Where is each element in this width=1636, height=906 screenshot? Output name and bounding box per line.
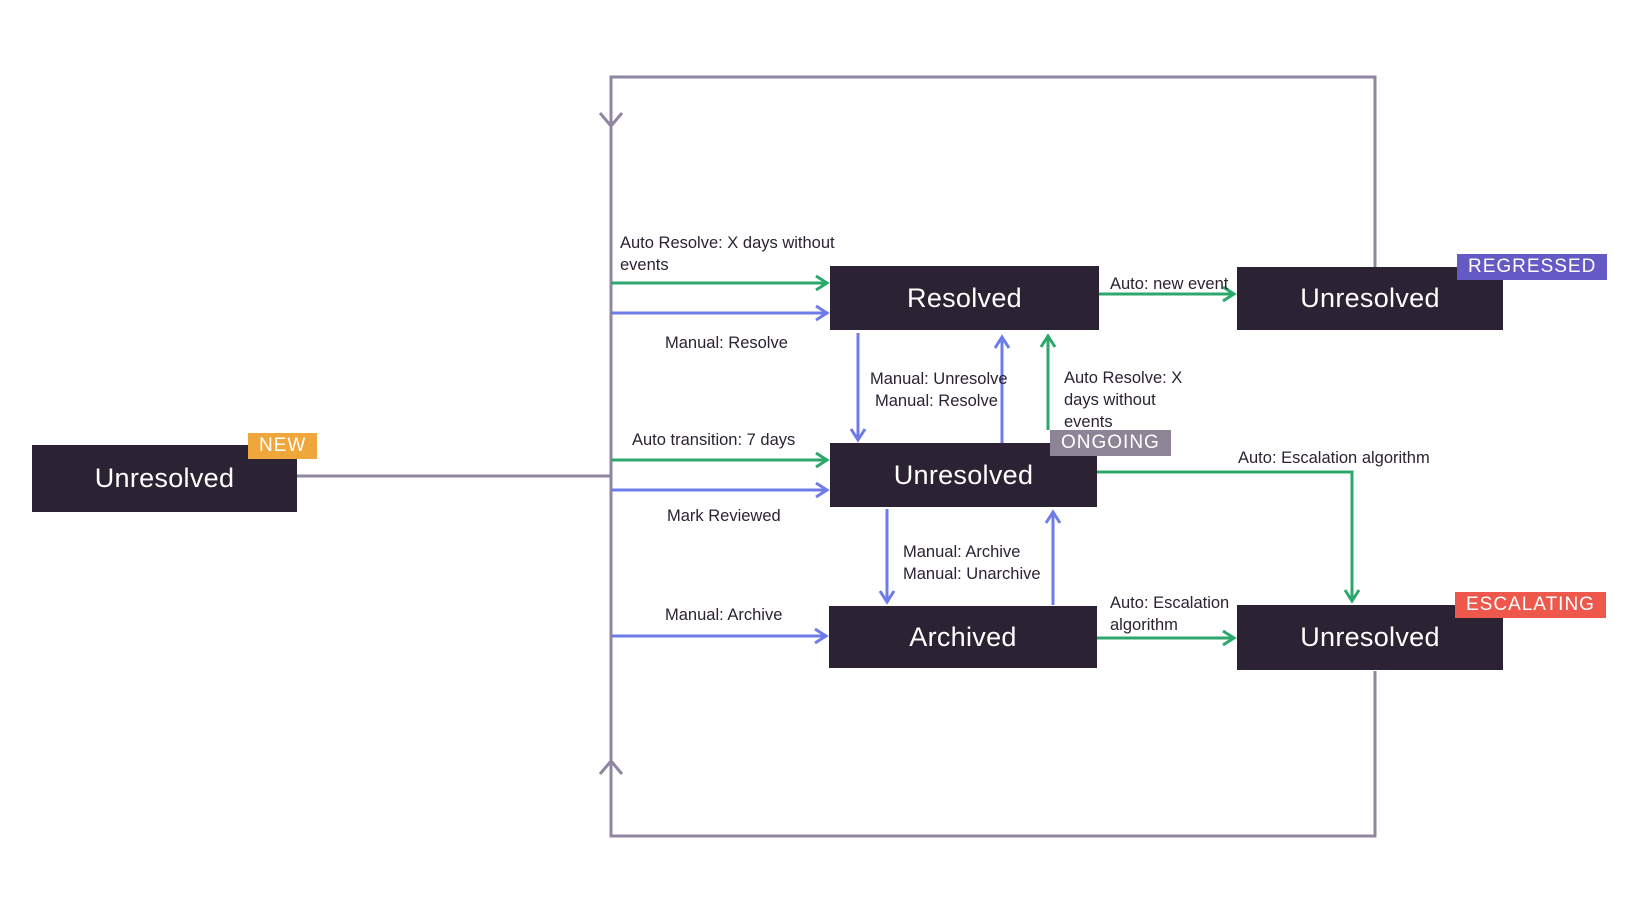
loop-chevron-up-icon: [598, 758, 624, 775]
node-unresolved-escalating-label: Unresolved: [1300, 622, 1440, 652]
edge-label-manual-archive-new: Manual: Archive: [665, 606, 783, 624]
edge-label-manual-resolve-new: Manual: Resolve: [665, 334, 788, 352]
edge-label-manual-unresolve: Manual: Unresolve: [870, 370, 1008, 388]
edge-label-auto-resolve-new: Auto Resolve: X days without events: [620, 234, 835, 274]
node-unresolved-ongoing-label: Unresolved: [893, 459, 1034, 490]
node-unresolved-new-label: Unresolved: [94, 463, 235, 493]
badge-new: NEW: [248, 433, 318, 459]
edge-label-auto-escalation-archived: Auto: Escalation algorithm: [1110, 594, 1230, 634]
badge-escalating: ESCALATING: [1455, 592, 1606, 618]
edge-label-auto-transition: Auto transition: 7 days: [632, 431, 796, 449]
node-archived: Archived: [829, 606, 1097, 668]
edge-label-manual-resolve-ongoing: Manual: Resolve: [875, 392, 998, 410]
node-unresolved-new: Unresolved: [32, 445, 297, 512]
edge-label-manual-unarchive: Manual: Unarchive: [903, 565, 1041, 583]
edge-label-auto-new-event: Auto: new event: [1110, 275, 1229, 293]
edge-label-auto-escalation-ongoing: Auto: Escalation algorithm: [1238, 449, 1430, 467]
loop-chevron-down-icon: [598, 112, 624, 129]
node-archived-label: Archived: [909, 621, 1017, 652]
node-resolved-label: Resolved: [907, 282, 1022, 313]
edge-label-manual-archive-ongoing: Manual: Archive: [903, 543, 1021, 561]
arrow-auto-escalation-ongoing: [1097, 470, 1361, 604]
node-resolved: Resolved: [830, 266, 1099, 330]
node-unresolved-regressed-label: Unresolved: [1300, 283, 1440, 313]
edge-label-auto-resolve-ongoing: Auto Resolve: X days without events: [1064, 369, 1183, 431]
badge-regressed: REGRESSED: [1457, 254, 1608, 280]
loop-line: [609, 75, 1377, 838]
badge-ongoing: ONGOING: [1050, 430, 1171, 456]
edge-label-mark-reviewed: Mark Reviewed: [667, 507, 781, 525]
